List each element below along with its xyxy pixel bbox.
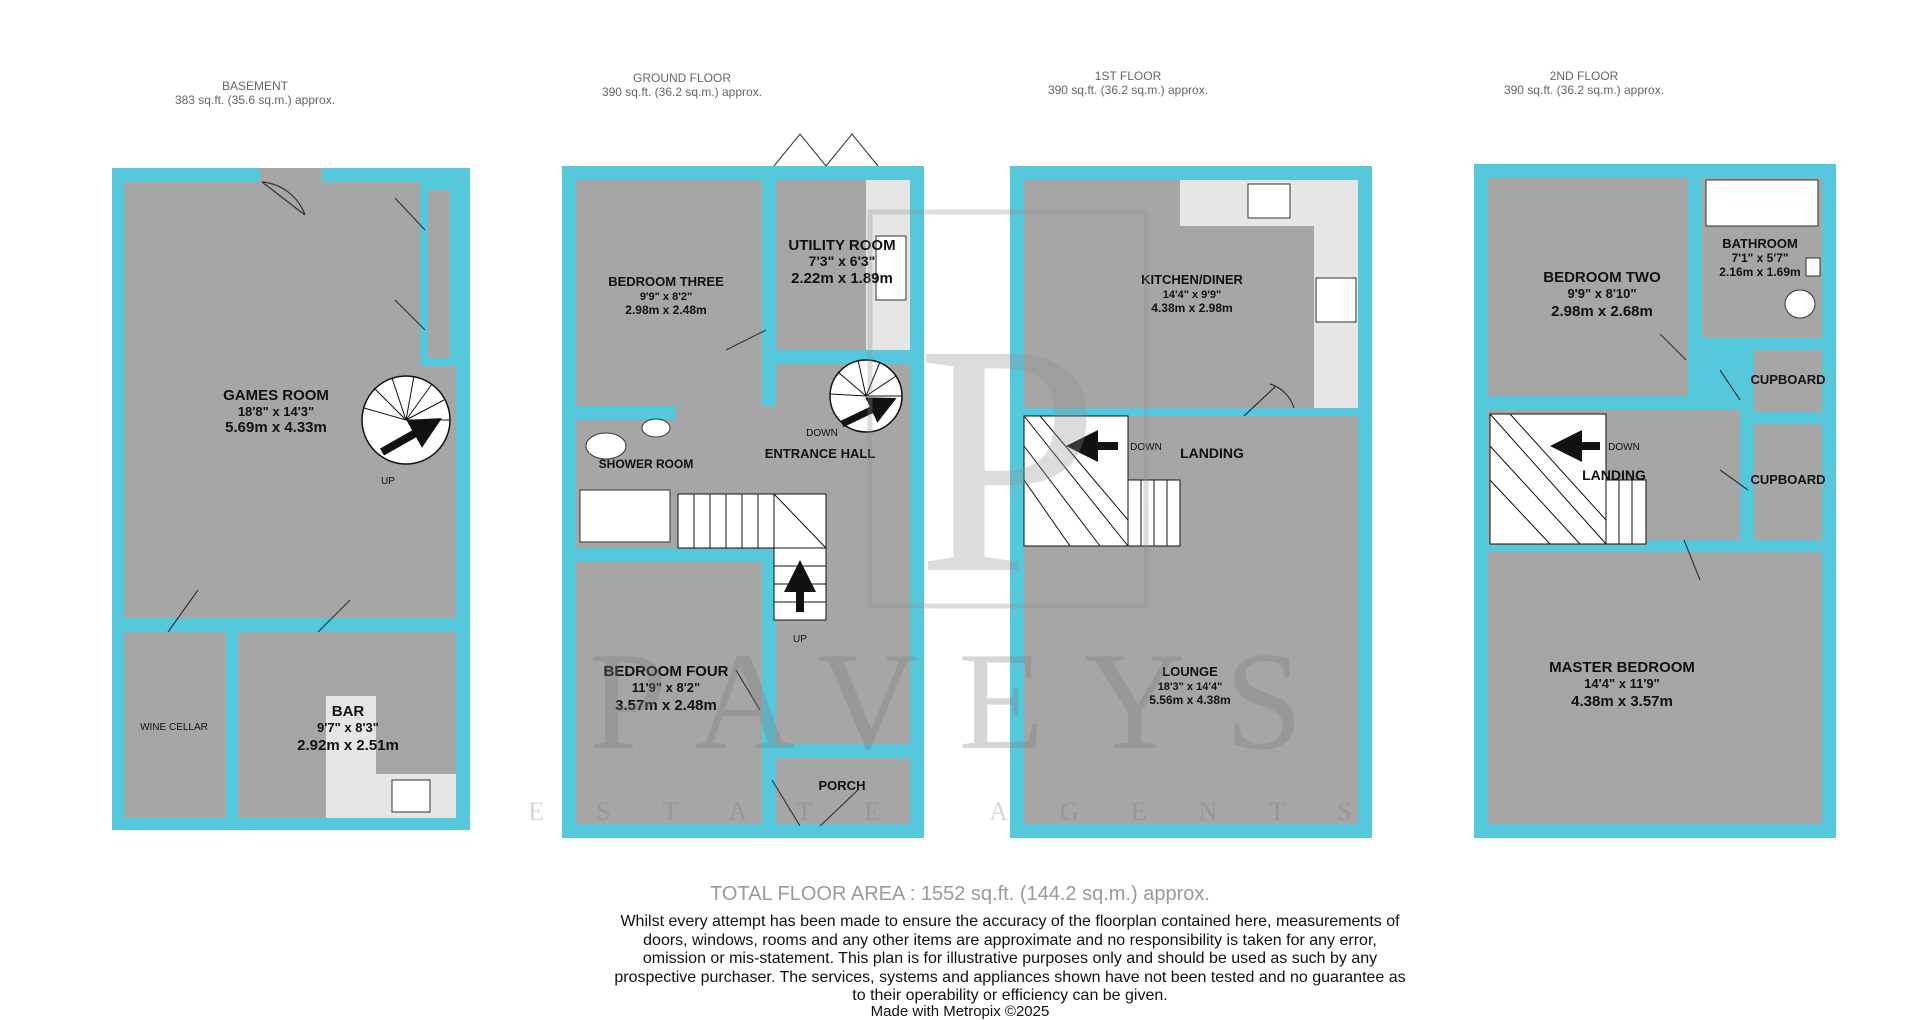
metropix-credit: Made with Metropix ©2025 <box>870 1003 1050 1020</box>
spiral-stair-up <box>361 375 451 465</box>
basement-title: BASEMENT <box>222 79 289 93</box>
total-floor-area: TOTAL FLOOR AREA : 1552 sq.ft. (144.2 sq… <box>710 883 1210 905</box>
utility-room-metric: 2.22m x 1.89m <box>791 270 893 287</box>
lower-door-swing <box>167 589 351 633</box>
ground-spiral-stair-down <box>829 359 903 433</box>
bathroom-name: BATHROOM <box>1722 236 1798 251</box>
bathroom-metric: 2.16m x 1.69m <box>1719 265 1800 279</box>
porch-name: PORCH <box>819 778 866 793</box>
cupboard-one-name: CUPBOARD <box>1750 372 1825 387</box>
lounge-metric: 5.56m x 4.38m <box>1149 693 1230 707</box>
ground-floor-area: 390 sq.ft. (36.2 sq.m.) approx. <box>602 85 762 99</box>
master-bedroom-imperial: 14'4" x 11'9" <box>1584 676 1660 691</box>
second-landing-name: LANDING <box>1582 467 1646 483</box>
master-bedroom-metric: 4.38m x 3.57m <box>1571 693 1673 710</box>
cupboard-one-floor <box>1754 350 1822 412</box>
bath-icon <box>1705 179 1819 227</box>
games-room-metric: 5.69m x 4.33m <box>225 419 327 436</box>
bedroom-two-name: BEDROOM TWO <box>1543 269 1661 286</box>
second-floor-stairs <box>1489 413 1647 545</box>
watermark-letter: P <box>916 277 1100 642</box>
first-floor-stairs <box>1023 415 1181 547</box>
bedroom-four-metric: 3.57m x 2.48m <box>615 697 717 714</box>
cupboard-two-floor <box>1754 424 1822 540</box>
bar-sink-icon <box>391 779 431 813</box>
basin-icon <box>641 418 671 438</box>
watermark-subtitle: ESTATE AGENTS <box>528 797 1403 826</box>
bedroom-three-imperial: 9'9" x 8'2" <box>640 291 692 303</box>
kitchen-diner-name: KITCHEN/DINER <box>1141 272 1243 287</box>
wine-cellar-floor <box>124 632 226 818</box>
master-bedroom-name: MASTER BEDROOM <box>1549 659 1695 676</box>
first-down-label: DOWN <box>1130 442 1162 453</box>
bedroom-three-metric: 2.98m x 2.48m <box>625 303 706 317</box>
watermark-word: PAVEYS <box>589 624 1343 779</box>
basement-top-door-gap <box>260 168 322 182</box>
ground-down-label: DOWN <box>806 428 838 439</box>
kitchen-sink-icon <box>1247 183 1291 219</box>
bedroom-three-name: BEDROOM THREE <box>608 274 724 289</box>
utility-room-imperial: 7'3" x 6'3" <box>809 253 876 269</box>
bedroom-four-name: BEDROOM FOUR <box>604 663 729 680</box>
bedroom-two-imperial: 9'9" x 8'10" <box>1567 286 1636 301</box>
basement-closet <box>428 190 450 358</box>
bar-counter <box>326 696 376 818</box>
bathroom-imperial: 7'1" x 5'7" <box>1731 251 1788 265</box>
utility-room-name: UTILITY ROOM <box>788 237 895 254</box>
bedroom-three-floor <box>576 180 762 406</box>
floor-titles: BASEMENT 383 sq.ft. (35.6 sq.m.) approx.… <box>175 69 1664 107</box>
games-room-imperial: 18'8" x 14'3" <box>238 404 314 419</box>
first-door-swing <box>1243 383 1295 417</box>
basement-plan: UP GAMES ROOM 18'8" x 14'3" 5.69m x 4.33… <box>112 168 470 830</box>
ground-floor-title: GROUND FLOOR <box>633 71 731 85</box>
ground-up-label: UP <box>793 634 807 645</box>
basement-area: 383 sq.ft. (35.6 sq.m.) approx. <box>175 93 335 107</box>
second-floor-title: 2ND FLOOR <box>1550 69 1619 83</box>
bar-imperial: 9'7" x 8'3" <box>317 720 379 735</box>
entrance-hall-name: ENTRANCE HALL <box>765 446 876 461</box>
second-floor-area: 390 sq.ft. (36.2 sq.m.) approx. <box>1504 83 1664 97</box>
ground-door-swings <box>725 329 859 827</box>
cupboard-two-name: CUPBOARD <box>1750 472 1825 487</box>
bedroom-four-floor <box>576 562 762 824</box>
ground-stairs <box>677 493 827 621</box>
basement-up-label: UP <box>381 476 395 487</box>
master-bedroom-floor <box>1488 552 1822 824</box>
bedroom-two-metric: 2.98m x 2.68m <box>1551 303 1653 320</box>
wine-cellar-name: WINE CELLAR <box>140 722 208 733</box>
lounge-name: LOUNGE <box>1162 664 1218 679</box>
shower-tray-icon <box>579 489 671 543</box>
lounge-imperial: 18'3" x 14'4" <box>1158 681 1223 693</box>
porch-floor <box>776 758 910 824</box>
bedroom-two-floor <box>1488 178 1688 396</box>
kitchen-diner-imperial: 14'4" x 9'9" <box>1163 289 1221 301</box>
kitchen-diner-metric: 4.38m x 2.98m <box>1151 301 1232 315</box>
first-floor-plan: DOWN KITCHEN/DINER 14'4" x 9'9" 4.38m x … <box>1010 166 1372 838</box>
second-down-label: DOWN <box>1608 442 1640 453</box>
french-doors-icon <box>773 133 879 167</box>
bathroom-toilet-icon <box>1805 257 1821 277</box>
hob-icon <box>1315 277 1357 323</box>
watermark: P PAVEYS ESTATE AGENTS <box>528 209 1403 826</box>
ground-floor-plan: UP DOWN BEDROOM THREE 9'9" x 8'2" 2.98m … <box>562 133 924 838</box>
first-floor-title: 1ST FLOOR <box>1095 69 1162 83</box>
disclaimer-text: Whilst every attempt has been made to en… <box>614 913 1406 1004</box>
bar-name: BAR <box>332 703 365 720</box>
watermark-frame <box>867 209 1149 609</box>
second-floor-plan: DOWN BEDROOM TWO 9'9" x 8'10" 2.98m x 2.… <box>1474 164 1836 838</box>
bathroom-basin-icon <box>1784 289 1816 319</box>
bedroom-four-imperial: 11'9" x 8'2" <box>632 680 700 695</box>
second-door-swings <box>1659 333 1749 581</box>
first-landing-name: LANDING <box>1180 445 1244 461</box>
first-floor-area: 390 sq.ft. (36.2 sq.m.) approx. <box>1048 83 1208 97</box>
games-room-name: GAMES ROOM <box>223 387 329 404</box>
basement-door-swing <box>261 181 306 216</box>
bar-metric: 2.92m x 2.51m <box>297 737 399 754</box>
closet-door-swing <box>394 197 426 331</box>
utility-sink-icon <box>875 235 907 301</box>
shower-room-name: SHOWER ROOM <box>599 457 694 471</box>
toilet-icon <box>585 432 627 460</box>
